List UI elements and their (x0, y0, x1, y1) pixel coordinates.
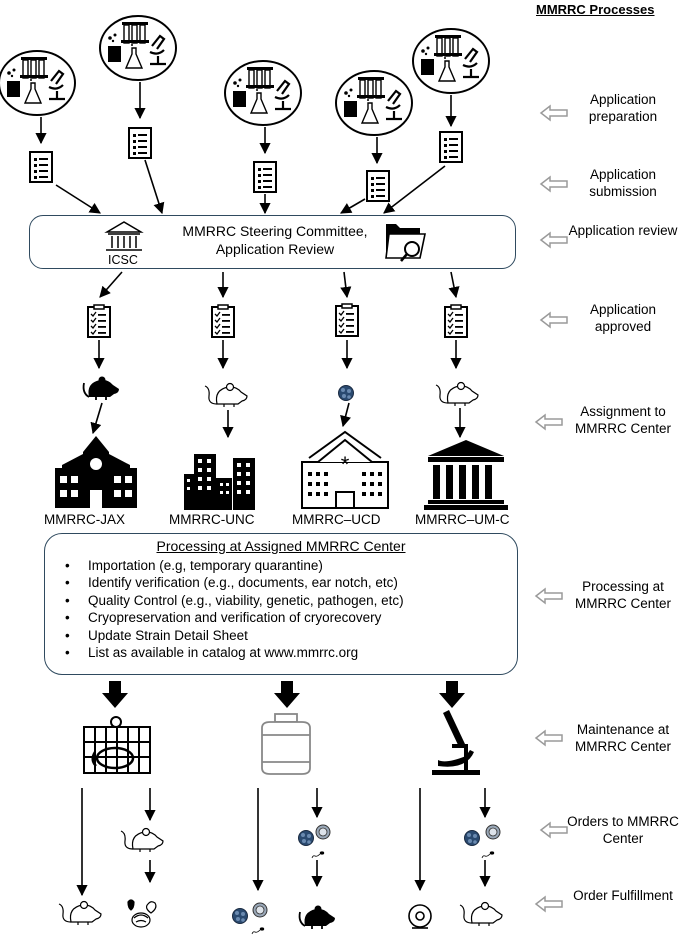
center-label-unc: MMRRC-UNC (169, 512, 255, 527)
approved-checklist-icon (335, 303, 359, 337)
center-label-umc: MMRRC–UM-C (415, 512, 510, 527)
step-orders-to-center: Orders to MMRRC Center (567, 814, 679, 846)
diagram-title: MMRRC Processes (536, 2, 655, 17)
cryo-tank-icon (261, 713, 311, 775)
lab-equipment-icon (0, 49, 77, 117)
checklist-icon (29, 151, 53, 183)
mouse-icon (120, 827, 164, 853)
mouse-icon (82, 375, 120, 401)
step-processing-at-center: Processing at MMRRC Center (574, 579, 671, 611)
list-item: List as available in catalog at www.mmrr… (65, 644, 404, 662)
list-item: Update Strain Detail Sheet (65, 627, 404, 645)
icsc-building-icon (104, 221, 144, 251)
step-assignment-to-center: Assignment to MMRRC Center (574, 404, 671, 436)
sperm-icon (311, 851, 325, 859)
step-maintenance-at-center: Maintenance at MMRRC Center (574, 722, 671, 754)
cage-icon (83, 716, 151, 774)
review-box (29, 215, 516, 269)
city-buildings-icon (184, 454, 255, 510)
center-label-ucd: MMRRC–UCD (292, 512, 381, 527)
mouse-icon (298, 904, 336, 930)
icsc-label: ICSC (108, 253, 138, 267)
mouse-wheel-icon (408, 904, 432, 929)
lab-equipment-icon (411, 27, 491, 95)
hospital-star-icon: * (341, 452, 350, 477)
checklist-icon (439, 131, 463, 163)
microscope-icon (432, 710, 480, 775)
list-item: Quality Control (e.g., viability, geneti… (65, 592, 404, 610)
oocyte-icon (315, 824, 331, 840)
left-arrow-icons (534, 104, 568, 913)
processing-list: Importation (e.g, temporary quarantine) … (65, 557, 404, 662)
step-application-approved: Application approved (589, 302, 657, 334)
checklist-icon (253, 161, 277, 193)
mouse-icon (58, 900, 102, 926)
school-building-icon (55, 436, 137, 508)
step-order-fulfillment: Order Fulfillment (573, 888, 673, 903)
review-box-text: MMRRC Steering Committee, Application Re… (182, 223, 368, 257)
embryo-icon (338, 385, 354, 401)
approved-checklist-icon (211, 304, 235, 338)
oocyte-icon (252, 902, 268, 918)
sperm-icon (481, 851, 495, 859)
embryo-icon (464, 830, 480, 846)
list-item: Importation (e.g, temporary quarantine) (65, 557, 404, 575)
embryo-icon (232, 908, 248, 924)
lab-equipment-icon (98, 14, 178, 82)
step-application-review: Application review (568, 223, 678, 238)
mouse-icon (204, 382, 248, 408)
brain-heart-icon (127, 899, 157, 928)
lab-equipment-icon (334, 69, 414, 137)
folder-search-icon (385, 224, 426, 262)
mouse-icon (435, 381, 479, 407)
center-label-jax: MMRRC-JAX (44, 512, 125, 527)
sperm-icon (251, 927, 265, 935)
step-application-submission: Application submission (589, 167, 657, 199)
list-item: Cryopreservation and verification of cry… (65, 609, 404, 627)
processing-box (44, 533, 518, 675)
processing-title: Processing at Assigned MMRRC Center (156, 538, 406, 554)
university-columns-icon (424, 440, 508, 510)
list-item: Identify verification (e.g., documents, … (65, 574, 404, 592)
checklist-icon (366, 170, 390, 202)
embryo-icon (298, 830, 314, 846)
oocyte-icon (485, 824, 501, 840)
thick-arrow-group (102, 681, 465, 708)
approved-checklist-icon (87, 304, 111, 338)
step-application-preparation: Application preparation (588, 92, 658, 124)
approved-checklist-icon (444, 304, 468, 338)
mouse-icon (459, 901, 503, 927)
lab-equipment-icon (223, 59, 303, 127)
checklist-icon (128, 127, 152, 159)
